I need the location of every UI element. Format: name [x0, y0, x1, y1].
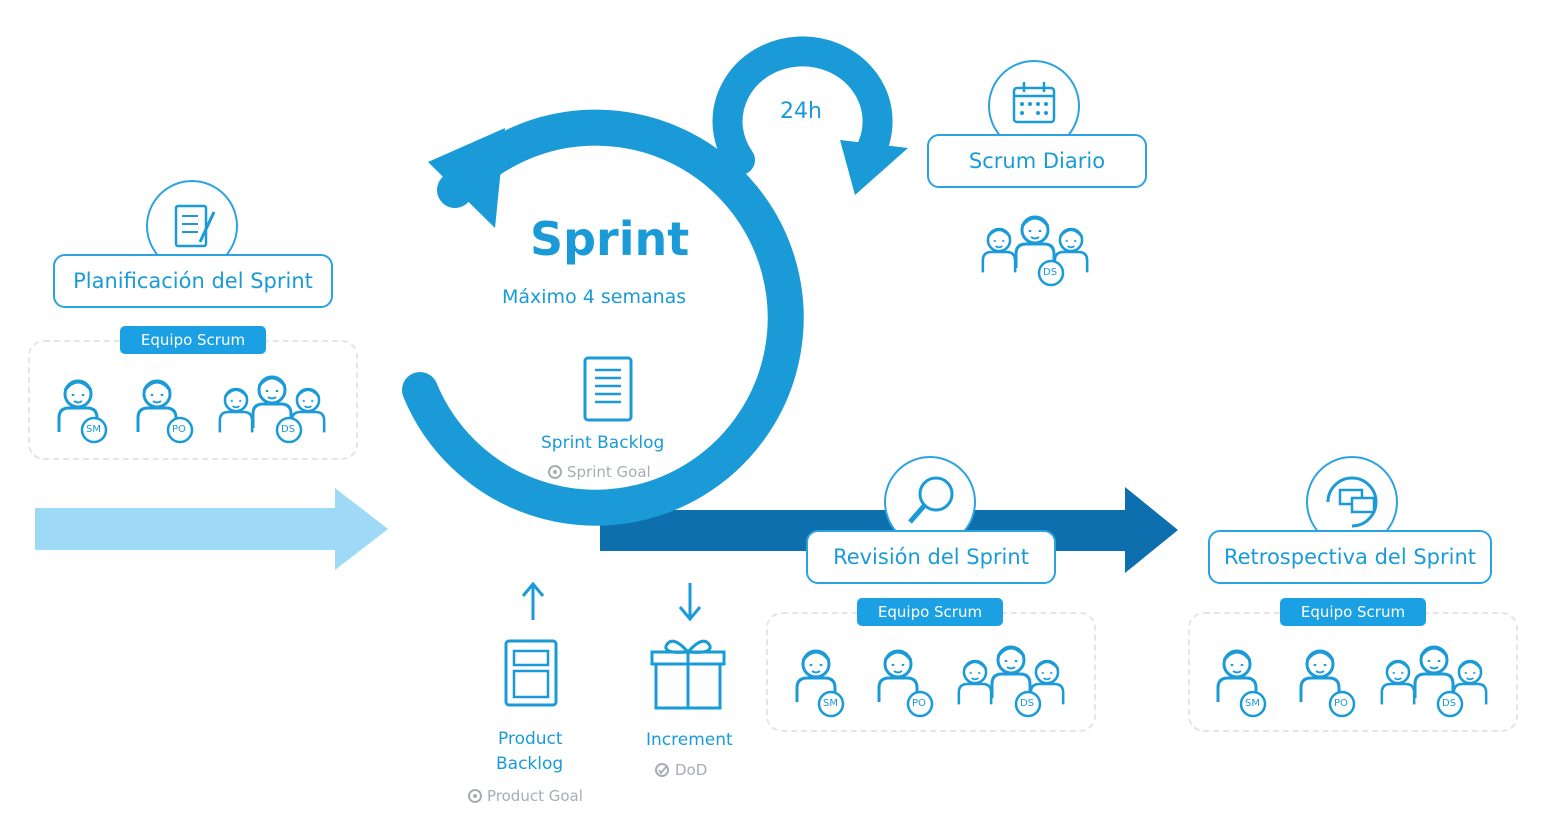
- review-team-container: [766, 612, 1096, 732]
- daily-loop-arrowhead: [840, 140, 908, 195]
- review-label: Revisión del Sprint: [806, 530, 1056, 584]
- planning-label: Planificación del Sprint: [53, 254, 333, 308]
- sprint-subtitle: Máximo 4 semanas: [502, 286, 687, 308]
- product-goal-label: Product Goal: [487, 787, 583, 805]
- backlog-icon: [504, 639, 558, 707]
- role-badge-ds: DS: [1043, 267, 1058, 278]
- sprint-loop: [402, 109, 804, 526]
- team-daily: [981, 215, 1089, 287]
- role-badge-po: PO: [172, 424, 186, 435]
- role-badge-sm: SM: [823, 698, 838, 709]
- role-badge-ds: DS: [281, 424, 296, 435]
- planning-team-container: [28, 340, 358, 460]
- document-icon: [583, 356, 633, 422]
- sprint-loop-arrowhead: [428, 128, 505, 228]
- increment-label: Increment: [646, 730, 733, 750]
- daily-label: Scrum Diario: [927, 134, 1147, 188]
- role-badge-po: PO: [912, 698, 926, 709]
- gift-icon: [650, 639, 726, 710]
- planning-team-pill: Equipo Scrum: [120, 326, 266, 354]
- retro-label: Retrospectiva del Sprint: [1208, 530, 1492, 584]
- role-badge-ds: DS: [1020, 698, 1035, 709]
- sprint-goal-label: Sprint Goal: [567, 463, 651, 481]
- retro-team-pill: Equipo Scrum: [1280, 598, 1426, 626]
- retro-team-container: [1188, 612, 1518, 732]
- sprint-title: Sprint: [530, 212, 690, 266]
- target-icon: [468, 465, 669, 803]
- role-badge-sm: SM: [1245, 698, 1260, 709]
- role-badge-ds: DS: [1442, 698, 1457, 709]
- review-team-pill: Equipo Scrum: [857, 598, 1003, 626]
- product-backlog-line1: Product: [498, 729, 563, 749]
- input-arrow: [35, 488, 388, 570]
- daily-loop: [712, 36, 893, 175]
- daily-cycle-label: 24h: [780, 99, 822, 124]
- role-badge-po: PO: [1334, 698, 1348, 709]
- role-badge-sm: SM: [86, 424, 101, 435]
- arrow-down-icon: [678, 583, 702, 622]
- product-backlog-line2: Backlog: [496, 754, 564, 774]
- sprint-backlog-label: Sprint Backlog: [541, 433, 665, 453]
- dod-label: DoD: [675, 761, 708, 779]
- arrow-up-icon: [521, 581, 545, 620]
